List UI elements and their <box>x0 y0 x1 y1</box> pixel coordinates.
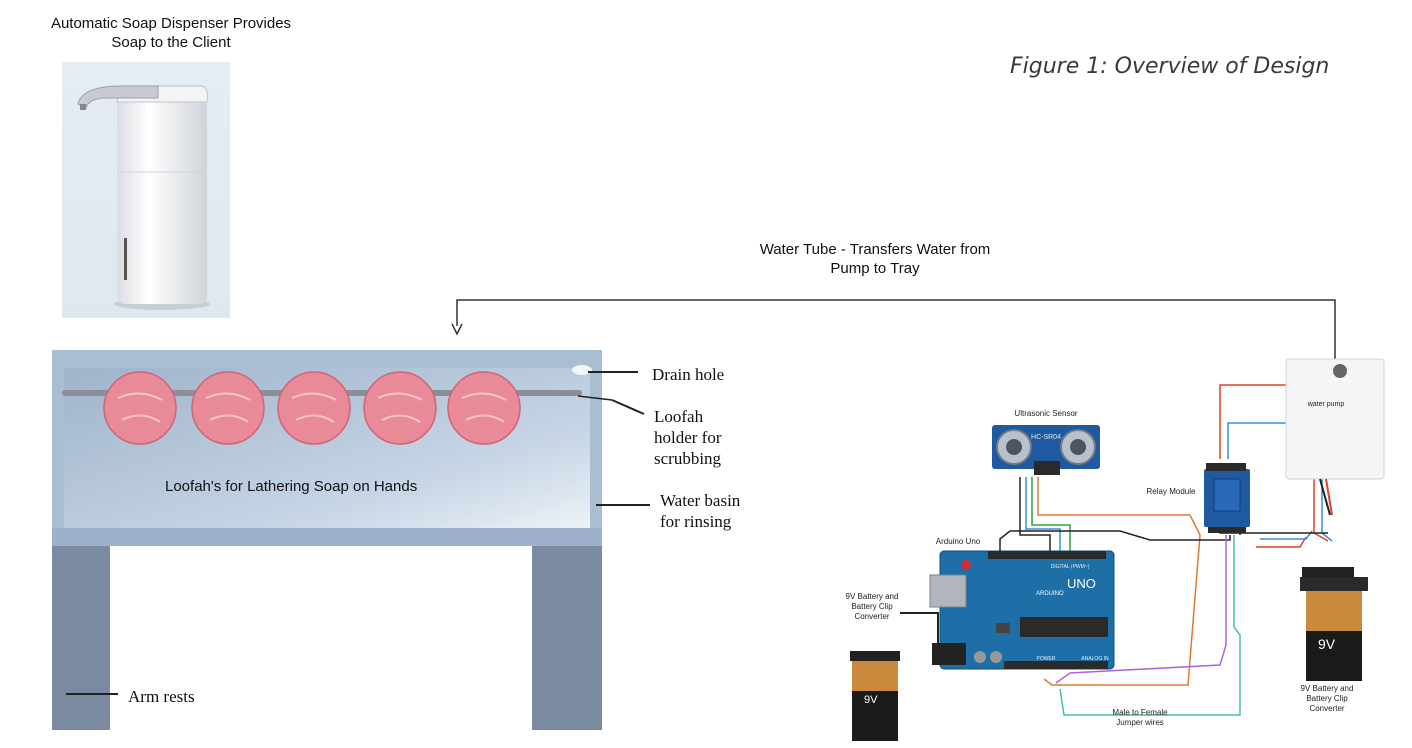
jumper-wires-caption: Male to Female Jumper wires <box>1100 708 1180 728</box>
uno-logo: UNO <box>1067 576 1096 591</box>
battery-right-caption-line2: Battery Clip <box>1306 694 1348 703</box>
circuit-diagram <box>850 358 1385 741</box>
power-label: POWER <box>1036 656 1056 662</box>
battery-left-caption-line1: 9V Battery and <box>845 592 899 601</box>
battery-left-caption-line3: Converter <box>854 612 890 621</box>
soap-dispenser-caption: Automatic Soap Dispenser Provides Soap t… <box>18 14 324 52</box>
soap-dispenser-caption-line2: Soap to the Client <box>111 34 231 51</box>
water-tube-caption: Water Tube - Transfers Water from Pump t… <box>700 240 1050 278</box>
sensor-chip-label: HC-SR04 <box>1031 434 1061 441</box>
water-tube-line <box>451 299 1336 362</box>
ultrasonic-sensor-label: Ultrasonic Sensor <box>1014 409 1078 418</box>
figure-title: Figure 1: Overview of Design <box>1010 54 1330 79</box>
drain-hole-label: Drain hole <box>652 365 725 384</box>
battery-left-caption: 9V Battery and Battery Clip Converter <box>840 592 904 622</box>
water-basin-line1: Water basin <box>660 491 741 510</box>
arduino-brand: ARDUINO <box>1036 591 1064 597</box>
jumper-wires-line1: Male to Female <box>1112 708 1168 717</box>
analog-label: ANALOG IN <box>1081 656 1109 662</box>
loofah-holder-line1: Loofah <box>654 407 704 426</box>
relay-module-label: Relay Module <box>1146 487 1196 496</box>
battery-right-caption-line3: Converter <box>1309 704 1345 713</box>
jumper-wires-line2: Jumper wires <box>1116 718 1164 727</box>
water-tube-caption-line2: Pump to Tray <box>830 260 920 277</box>
battery-left-caption-line2: Battery Clip <box>851 602 893 611</box>
tray-leader-lines <box>66 371 650 695</box>
water-basin-line2: for rinsing <box>660 512 732 531</box>
right-battery-9v: 9V <box>1318 636 1336 652</box>
water-tube-caption-line1: Water Tube - Transfers Water from <box>759 241 991 258</box>
tray-center-label: Loofah's for Lathering Soap on Hands <box>165 478 418 495</box>
arm-rests-label: Arm rests <box>128 687 195 706</box>
soap-dispenser-image <box>62 62 230 318</box>
loofah-holder-line2: holder for <box>654 428 722 447</box>
loofah-holder-label: Loofah holder for scrubbing <box>654 406 722 469</box>
water-basin-label: Water basin for rinsing <box>660 490 740 532</box>
left-battery-9v: 9V <box>864 694 878 706</box>
soap-dispenser-caption-line1: Automatic Soap Dispenser Provides <box>50 15 292 32</box>
battery-right-caption-line1: 9V Battery and <box>1300 684 1354 693</box>
battery-right-caption: 9V Battery and Battery Clip Converter <box>1294 684 1360 714</box>
loofah-holder-line3: scrubbing <box>654 449 722 468</box>
digital-pins-label: DIGITAL (PWM~) <box>1050 564 1090 570</box>
arduino-uno-label: Arduino Uno <box>935 537 981 546</box>
water-pump-label: water pump <box>1307 401 1345 408</box>
wash-tray <box>52 350 602 730</box>
